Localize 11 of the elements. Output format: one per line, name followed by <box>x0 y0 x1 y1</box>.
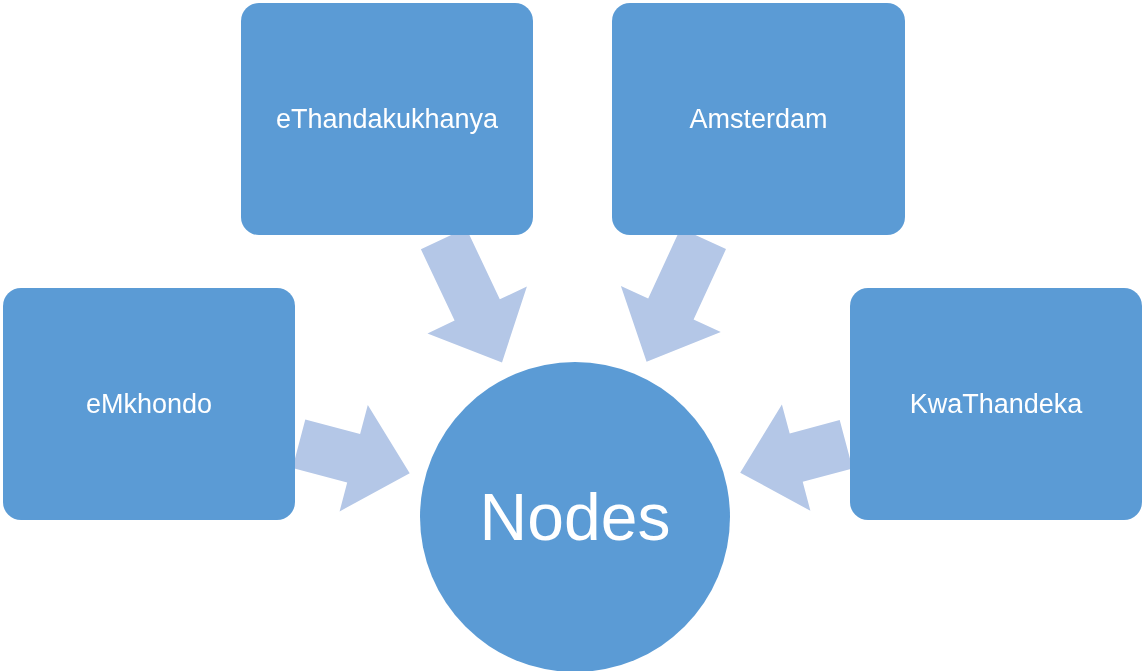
node-label: eMkhondo <box>85 388 213 420</box>
block-arrow <box>740 404 853 511</box>
node-label: Nodes <box>479 479 671 555</box>
place-box <box>612 3 905 235</box>
node-label: KwaThandeka <box>909 388 1083 420</box>
place-box <box>3 288 295 520</box>
node-label: eThandakukhanya <box>275 103 499 135</box>
place-box <box>850 288 1142 520</box>
block-arrow <box>292 405 410 512</box>
place-box <box>241 3 533 235</box>
node-label: Amsterdam <box>689 103 828 135</box>
